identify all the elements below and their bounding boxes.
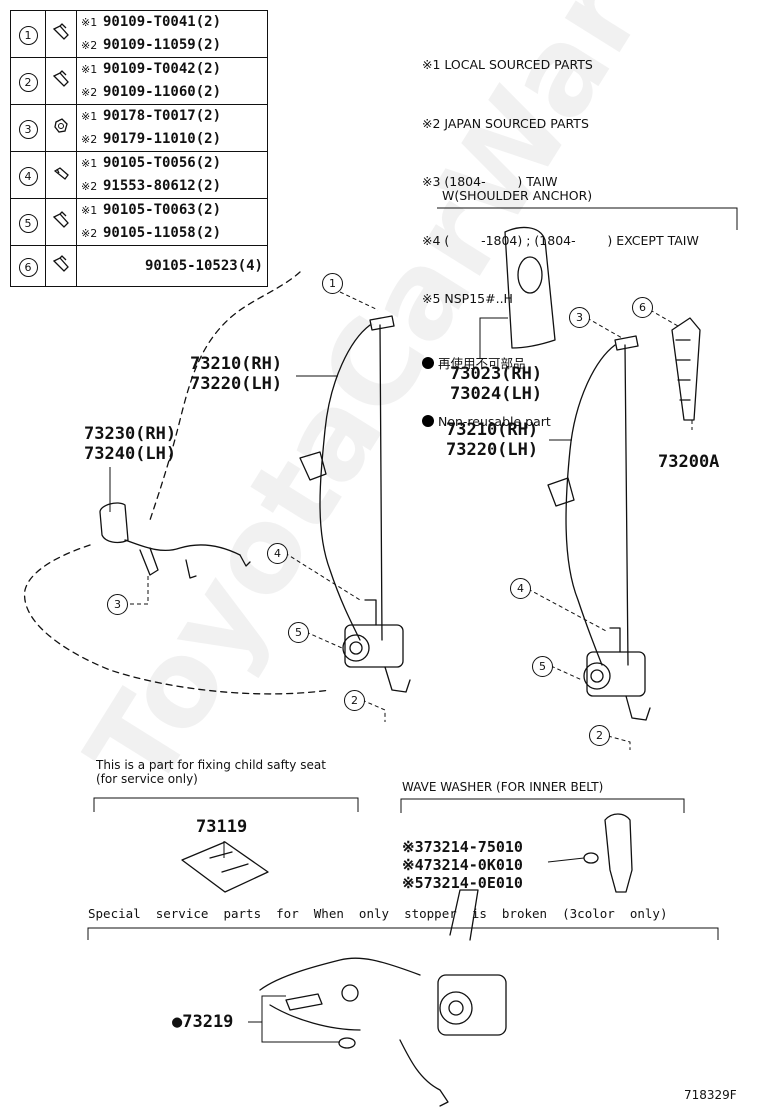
shoulder-anchor-label: W(SHOULDER ANCHOR) — [442, 188, 593, 203]
row-number: 5 — [18, 213, 38, 233]
row-number: 4 — [18, 166, 38, 186]
bolt-icon — [50, 70, 72, 94]
callout-3: 3 — [107, 594, 128, 615]
table-row: 6 90105-10523(4) — [10, 245, 268, 287]
height-adjuster — [671, 317, 701, 421]
row-number: 2 — [18, 72, 38, 92]
nut-icon — [50, 118, 72, 141]
legend-note-1: ※1 LOCAL SOURCED PARTS — [422, 57, 593, 72]
callout-3: 3 — [569, 307, 590, 328]
callout-4: 4 — [510, 578, 531, 599]
part-label-anchor-cover: 73023(RH)73024(LH) — [450, 364, 543, 404]
callout-5: 5 — [288, 622, 309, 643]
screw-icon — [50, 167, 72, 188]
bolt-icon — [50, 211, 72, 235]
row-number: 6 — [18, 257, 38, 277]
special-service-caption: Special service parts for When only stop… — [88, 906, 668, 921]
callout-5: 5 — [532, 656, 553, 677]
callout-4: 4 — [267, 543, 288, 564]
wave-washer-caption: WAVE WASHER (FOR INNER BELT) — [402, 780, 604, 794]
part-label-left-belt: 73210(RH)73220(LH) — [190, 354, 283, 394]
filled-dot-icon — [422, 415, 434, 427]
part-label-stopper: ●73219 — [172, 1012, 234, 1032]
part-label-buckle: 73230(RH)73240(LH) — [84, 424, 177, 464]
part-number-entry: 90105-10523(4) — [144, 258, 263, 274]
bolt-icon — [50, 23, 72, 47]
row-number: 3 — [18, 119, 38, 139]
legend-nonreuse-en: Non-reusable part — [422, 412, 699, 432]
legend: ※1 LOCAL SOURCED PARTS ※2 JAPAN SOURCED … — [422, 16, 699, 451]
callout-2: 2 — [589, 725, 610, 746]
stopper-belt-assembly — [259, 957, 421, 991]
figure-id: 718329F — [684, 1088, 737, 1102]
part-label-child-seat: 73119 — [196, 817, 248, 837]
left-belt-webbing — [319, 324, 371, 641]
left-buckle — [99, 502, 129, 544]
callout-2: 2 — [344, 690, 365, 711]
vehicle-outline-left — [149, 271, 301, 521]
right-belt-webbing — [565, 344, 616, 666]
legend-note-4: ※4 ( -1804) ; (1804- ) EXCEPT TAIW — [422, 232, 699, 248]
filled-dot-icon — [422, 356, 434, 369]
row-number: 1 — [18, 25, 38, 45]
part-label-washers: ※373214-75010※473214-0K010※573214-0E010 — [402, 838, 523, 892]
legend-note-2: ※2 JAPAN SOURCED PARTS — [422, 115, 589, 131]
legend-nonreuse-jp: 再使用不可部品 — [422, 354, 699, 374]
child-seat-caption: This is a part for fixing child safty se… — [96, 758, 326, 786]
legend-note-3: ※3 (1804- ) TAIW — [422, 174, 558, 189]
child-seat-plate — [181, 841, 269, 893]
part-label-adjuster: 73200A — [658, 452, 720, 472]
inner-buckle — [604, 813, 633, 893]
bolt-icon — [50, 255, 72, 279]
part-label-right-belt: 73210(RH)73220(LH) — [446, 420, 539, 460]
shoulder-anchor-cover — [504, 226, 556, 349]
legend-note-5: ※5 NSP15#..H — [422, 291, 513, 306]
callout-1: 1 — [322, 273, 343, 294]
callout-6: 6 — [632, 297, 653, 318]
